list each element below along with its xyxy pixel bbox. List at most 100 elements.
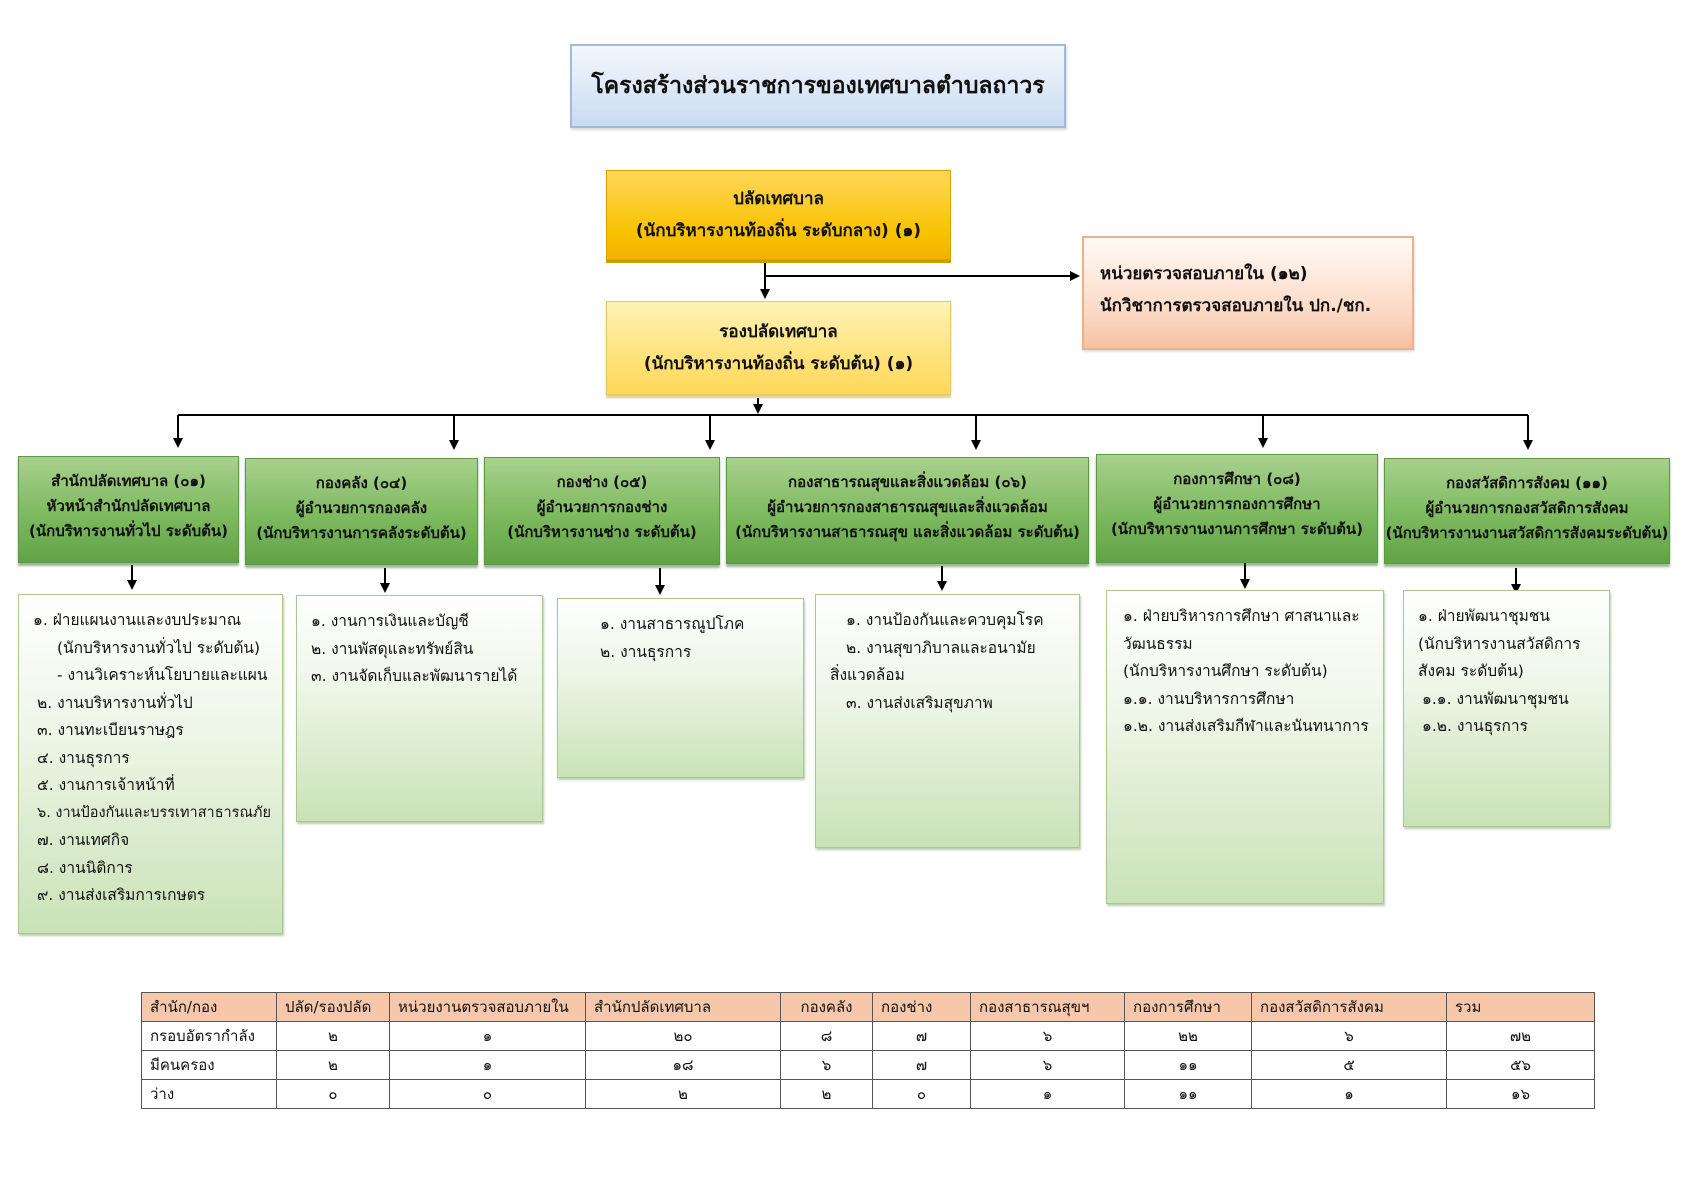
task-item: ๒. งานบริหารงานทั่วไป — [37, 693, 193, 712]
department-box-office-of-clerk: สำนักปลัดเทศบาล (๐๑) หัวหน้าสำนักปลัดเทศ… — [18, 456, 239, 563]
task-item: ๑. ฝ่ายแผนงานและงบประมาณ — [33, 611, 242, 629]
deputy-clerk-title: รองปลัดเทศบาล — [719, 322, 838, 342]
department-head: ผู้อำนวยการกองการศึกษา — [1153, 495, 1321, 513]
table-cell: ๖ — [970, 1050, 1125, 1080]
table-row-label: มีคนครอง — [141, 1050, 277, 1080]
municipal-clerk-rank: (นักบริหารงานท้องถิ่น ระดับกลาง) (๑) — [635, 221, 922, 241]
chart-title-box: โครงสร้างส่วนราชการของเทศบาลตำบลถาวร — [570, 44, 1066, 128]
internal-audit-title: หน่วยตรวจสอบภายใน (๑๒) — [1100, 264, 1308, 284]
table-header-cell: ปลัด/รองปลัด — [276, 992, 390, 1022]
task-item: ๕. งานการเจ้าหน้าที่ — [37, 776, 175, 794]
task-item: ๒. งานธุรการ — [600, 642, 692, 661]
table-cell: ๑๘ — [585, 1050, 781, 1080]
task-item: ๓. งานจัดเก็บและพัฒนารายได้ — [311, 667, 518, 685]
task-item: สิ่งแวดล้อม — [830, 666, 905, 684]
task-item: ๑.๑. งานพัฒนาชุมชน — [1422, 689, 1569, 708]
internal-audit-box: หน่วยตรวจสอบภายใน (๑๒) นักวิชาการตรวจสอบ… — [1082, 236, 1414, 350]
municipal-clerk-title: ปลัดเทศบาล — [733, 189, 824, 209]
department-head: ผู้อำนวยการกองสาธารณสุขและสิ่งแวดล้อม — [767, 498, 1048, 516]
task-item: ๑. ฝ่ายบริหารการศึกษา ศาสนาและ — [1123, 607, 1360, 625]
task-item: ๙. งานส่งเสริมการเกษตร — [37, 886, 206, 904]
table-row: ว่าง ๐ ๐ ๒ ๒ ๐ ๑ ๑๑ ๑ ๑๖ — [141, 1079, 1595, 1109]
department-name: กองสวัสดิการสังคม (๑๑) — [1446, 474, 1608, 492]
department-rank: (นักบริหารงานการคลังระดับต้น) — [256, 524, 467, 542]
chart-title: โครงสร้างส่วนราชการของเทศบาลตำบลถาวร — [591, 73, 1045, 99]
table-header-cell: สำนักปลัดเทศบาล — [585, 992, 781, 1022]
table-row: มีคนครอง ๒ ๑ ๑๘ ๖ ๗ ๖ ๑๑ ๕ ๕๖ — [141, 1050, 1595, 1080]
table-header-cell: กองช่าง — [872, 992, 971, 1022]
department-rank: (นักบริหารงานช่าง ระดับต้น) — [507, 523, 697, 541]
table-header-row: สำนัก/กอง ปลัด/รองปลัด หน่วยงานตรวจสอบภา… — [141, 992, 1595, 1022]
table-cell: ๒ — [585, 1079, 781, 1109]
table-header-cell: กองการศึกษา — [1124, 992, 1252, 1022]
department-name: กองสาธารณสุขและสิ่งแวดล้อม (๐๖) — [788, 473, 1027, 491]
table-cell: ๐ — [276, 1079, 390, 1109]
table-header-cell: รวม — [1446, 992, 1595, 1022]
table-row: กรอบอัตรากำลัง ๒ ๑ ๒๐ ๘ ๗ ๖ ๒๒ ๖ ๗๒ — [141, 1021, 1595, 1051]
table-cell: ๗๒ — [1446, 1021, 1595, 1051]
department-rank: (นักบริหารงานทั่วไป ระดับต้น) — [29, 522, 228, 540]
task-item: ๒. งานพัสดุและทรัพย์สิน — [311, 639, 474, 658]
table-cell: ๒๐ — [585, 1021, 781, 1051]
department-box-engineering: กองช่าง (๐๕) ผู้อำนวยการกองช่าง (นักบริห… — [484, 457, 720, 565]
task-list-social-welfare: ๑. ฝ่ายพัฒนาชุมชน (นักบริหารงานสวัสดิการ… — [1403, 590, 1610, 827]
task-item: (นักบริหารงานทั่วไป ระดับต้น) — [57, 638, 261, 657]
department-name: สำนักปลัดเทศบาล (๐๑) — [51, 472, 206, 490]
table-cell: ๒ — [276, 1021, 390, 1051]
task-item: ๒. งานสุขาภิบาลและอนามัย — [846, 638, 1036, 657]
table-cell: ๑๑ — [1124, 1079, 1252, 1109]
table-cell: ๒๒ — [1124, 1021, 1252, 1051]
table-cell: ๒ — [780, 1079, 873, 1109]
task-item: (นักบริหารงานศึกษา ระดับต้น) — [1123, 662, 1328, 680]
task-item: ๓. งานส่งเสริมสุขภาพ — [846, 693, 993, 712]
task-item: ๑.๒. งานส่งเสริมกีฬาและนันทนาการ — [1123, 717, 1369, 735]
task-list-public-health: ๑. งานป้องกันและควบคุมโรค ๒. งานสุขาภิบา… — [815, 594, 1080, 848]
department-name: กองช่าง (๐๕) — [556, 473, 648, 491]
table-cell: ๗ — [872, 1021, 971, 1051]
staffing-table: สำนัก/กอง ปลัด/รองปลัด หน่วยงานตรวจสอบภา… — [141, 992, 1595, 1109]
table-header-cell: กองสาธารณสุขฯ — [970, 992, 1125, 1022]
table-cell: ๐ — [872, 1079, 971, 1109]
task-item: ๑. งานการเงินและบัญชี — [311, 612, 469, 630]
table-header-cell: หน่วยงานตรวจสอบภายใน — [389, 992, 586, 1022]
task-list-office-of-clerk: ๑. ฝ่ายแผนงานและงบประมาณ (นักบริหารงานทั… — [18, 594, 283, 934]
table-header-cell: สำนัก/กอง — [141, 992, 277, 1022]
table-cell: ๑ — [389, 1050, 586, 1080]
table-cell: ๕๖ — [1446, 1050, 1595, 1080]
table-cell: ๘ — [780, 1021, 873, 1051]
department-box-education: กองการศึกษา (๐๘) ผู้อำนวยการกองการศึกษา … — [1096, 454, 1378, 563]
department-box-finance: กองคลัง (๐๔) ผู้อำนวยการกองคลัง (นักบริห… — [245, 458, 478, 565]
task-item: ๑.๒. งานธุรการ — [1422, 717, 1528, 735]
task-item: ๔. งานธุรการ — [37, 748, 130, 767]
table-cell: ๖ — [970, 1021, 1125, 1051]
task-item: ๘. งานนิติการ — [37, 858, 133, 877]
task-item: - งานวิเคราะห์นโยบายและแผน — [57, 666, 268, 684]
department-head: ผู้อำนวยการกองสวัสดิการสังคม — [1425, 499, 1629, 517]
table-cell: ๑ — [1251, 1079, 1447, 1109]
table-cell: ๐ — [389, 1079, 586, 1109]
department-rank: (นักบริหารงานงานการศึกษา ระดับต้น) — [1110, 520, 1364, 538]
department-name: กองคลัง (๐๔) — [315, 474, 408, 492]
table-header-cell: กองสวัสดิการสังคม — [1251, 992, 1447, 1022]
department-head: ผู้อำนวยการกองช่าง — [536, 498, 668, 516]
table-cell: ๖ — [1251, 1021, 1447, 1051]
department-rank: (นักบริหารงานสาธารณสุข และสิ่งแวดล้อม ระ… — [735, 523, 1080, 541]
department-box-social-welfare: กองสวัสดิการสังคม (๑๑) ผู้อำนวยการกองสวั… — [1384, 458, 1670, 564]
department-rank: (นักบริหารงานงานสวัสดิการสังคมระดับต้น) — [1385, 524, 1669, 542]
task-item: ๗. งานเทศกิจ — [37, 831, 130, 849]
table-cell: ๑ — [970, 1079, 1125, 1109]
table-cell: ๖ — [780, 1050, 873, 1080]
table-cell: ๒ — [276, 1050, 390, 1080]
table-cell: ๑๑ — [1124, 1050, 1252, 1080]
table-cell: ๑ — [389, 1021, 586, 1051]
department-head: ผู้อำนวยการกองคลัง — [295, 499, 428, 517]
task-list-finance: ๑. งานการเงินและบัญชี ๒. งานพัสดุและทรัพ… — [296, 595, 543, 822]
internal-audit-position: นักวิชาการตรวจสอบภายใน ปก./ชก. — [1100, 296, 1372, 316]
municipal-clerk-box: ปลัดเทศบาล (นักบริหารงานท้องถิ่น ระดับกล… — [606, 170, 951, 260]
task-list-engineering: ๑. งานสาธารณูปโภค ๒. งานธุรการ — [557, 598, 804, 778]
deputy-clerk-box: รองปลัดเทศบาล (นักบริหารงานท้องถิ่น ระดั… — [606, 301, 951, 395]
table-row-label: กรอบอัตรากำลัง — [141, 1021, 277, 1051]
task-item: สังคม ระดับต้น) — [1418, 662, 1524, 680]
table-cell: ๗ — [872, 1050, 971, 1080]
